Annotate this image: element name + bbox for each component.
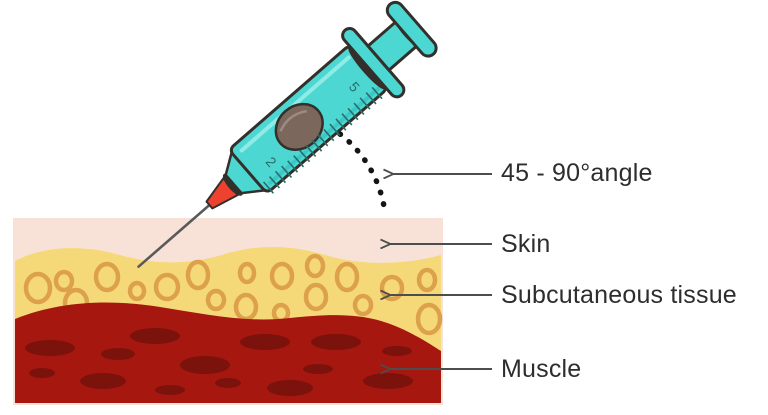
muscle-fiber bbox=[311, 334, 361, 350]
barrel-highlight bbox=[239, 55, 351, 153]
fat-cell bbox=[334, 261, 360, 293]
fat-cells bbox=[23, 253, 443, 336]
subcutaneous-label-text: Subcutaneous tissue bbox=[501, 281, 737, 309]
fat-cell bbox=[53, 269, 75, 293]
plunger-stopper bbox=[274, 102, 324, 152]
scale-ticks bbox=[262, 86, 383, 194]
muscle-fiber bbox=[303, 364, 333, 374]
muscle-fiber bbox=[29, 368, 55, 378]
fat-cell bbox=[379, 274, 405, 302]
angle-label-text: 45 - 90°angle bbox=[501, 159, 653, 187]
fat-cell bbox=[93, 261, 121, 293]
fat-cell bbox=[127, 280, 147, 302]
thumb-rest bbox=[385, 0, 438, 58]
fat-cell bbox=[303, 282, 329, 312]
fat-cell bbox=[23, 271, 53, 305]
fat-cell bbox=[185, 259, 211, 291]
fat-cell bbox=[304, 253, 326, 279]
muscle-fiber bbox=[240, 334, 290, 350]
fat-cell bbox=[237, 261, 257, 285]
muscle-fiber bbox=[155, 385, 185, 395]
muscle-fiber bbox=[180, 356, 230, 374]
skin-label-text: Skin bbox=[501, 230, 551, 258]
tissue-cross-section bbox=[13, 218, 443, 405]
barrel-shade bbox=[267, 86, 381, 186]
fat-cell bbox=[352, 293, 374, 317]
muscle-fiber bbox=[101, 348, 135, 360]
angle-arc bbox=[337, 131, 388, 216]
fat-cell bbox=[205, 288, 227, 312]
muscle-fiber bbox=[267, 380, 313, 396]
label-muscle: Muscle bbox=[501, 354, 581, 384]
muscle-fiber bbox=[363, 373, 413, 389]
leader-arrows bbox=[389, 174, 492, 369]
stopper-highlight bbox=[279, 109, 307, 132]
muscle-fiber bbox=[382, 346, 412, 356]
label-angle: 45 - 90°angle bbox=[501, 158, 653, 188]
label-skin: Skin bbox=[501, 229, 550, 259]
syringe: 2 5 bbox=[137, 0, 438, 268]
fat-cell bbox=[416, 267, 438, 293]
muscle-fiber bbox=[130, 328, 180, 344]
fat-cell bbox=[415, 302, 443, 336]
muscle-fiber bbox=[25, 340, 75, 356]
muscle-fibers bbox=[25, 328, 413, 396]
muscle-fiber bbox=[215, 378, 241, 388]
label-subcutaneous: Subcutaneous tissue bbox=[501, 280, 737, 310]
barrel-end-band bbox=[348, 47, 385, 90]
fat-cell bbox=[269, 261, 295, 291]
needle bbox=[137, 201, 214, 268]
muscle-fiber bbox=[80, 373, 126, 389]
fat-cell bbox=[153, 272, 181, 302]
muscle-label-text: Muscle bbox=[501, 355, 582, 383]
